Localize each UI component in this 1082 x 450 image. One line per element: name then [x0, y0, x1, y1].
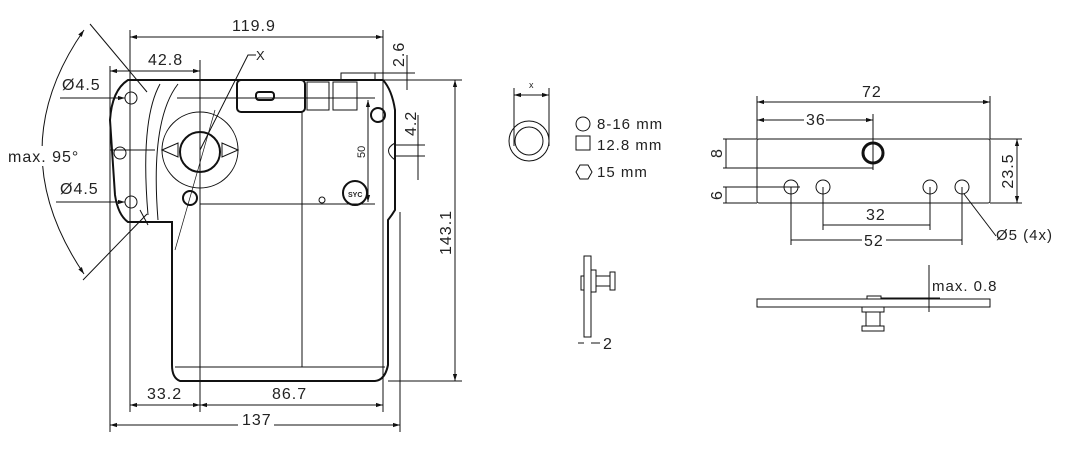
round-shaft-icon	[575, 116, 591, 132]
actuator-front-view: SYC X	[108, 48, 396, 412]
shaft-leader	[199, 54, 256, 151]
shaft-x-label: x	[529, 80, 534, 90]
usb-port	[255, 91, 275, 101]
override-logo: SYC	[348, 192, 362, 199]
housing-inner-edge	[155, 83, 179, 221]
dim-50: 50	[356, 146, 368, 158]
shaft-inner	[514, 126, 544, 156]
dim-32: 32	[866, 207, 886, 224]
dim-42-8: 42.8	[148, 52, 183, 69]
mount-hole-top	[124, 91, 138, 105]
hex-shaft-size: 15 mm	[597, 164, 648, 181]
dim-2-6: 2.6	[391, 42, 408, 67]
bracket-edge	[145, 83, 161, 216]
screw-upper-right	[370, 107, 386, 123]
screw-lower-left	[182, 190, 198, 206]
round-shaft-size: 8-16 mm	[597, 116, 663, 133]
actuator-housing	[108, 79, 396, 382]
plate-front-view: max. 0.8	[756, 265, 998, 332]
dim-52: 52	[864, 233, 884, 250]
dim-6: 6	[709, 190, 726, 200]
hex-shaft-icon	[575, 164, 593, 180]
plate-top-view: 72 36 8 6 23.5 32 52 Ø5 (4x)	[709, 84, 1053, 250]
dim-119-9: 119.9	[232, 18, 276, 35]
angle-label: max. 95°	[8, 149, 79, 166]
bracket-angle-line	[174, 109, 216, 251]
dim-4-2: 4.2	[403, 111, 420, 136]
plate-side-view: 2	[578, 255, 616, 353]
switch-left	[306, 81, 330, 111]
dim-143-1: 143.1	[438, 210, 455, 255]
dim-max-0-8: max. 0.8	[932, 278, 998, 295]
square-shaft-icon	[575, 135, 591, 151]
dim-thickness: 2	[603, 336, 613, 353]
hole-label-bottom: Ø4.5	[60, 181, 99, 198]
led-indicator	[318, 196, 326, 204]
dim-23-5: 23.5	[1000, 153, 1017, 188]
connector-panel	[236, 79, 306, 113]
dim-8: 8	[709, 148, 726, 158]
actuator-dimensions: 119.9 42.8 2.6 4.2 50 143.1 33.2 86.7 13…	[6, 18, 462, 432]
bracket-screw	[113, 146, 127, 160]
shaft-label: X	[256, 48, 266, 63]
switch-right	[332, 81, 358, 111]
shaft-legend: x 8-16 mm 12.8 mm 15 mm	[508, 80, 663, 181]
side-slot	[388, 142, 396, 161]
mount-hole-bottom	[124, 195, 138, 209]
hole-callout: Ø5 (4x)	[996, 227, 1053, 244]
top-tab	[340, 72, 376, 81]
dim-86-7: 86.7	[272, 386, 307, 403]
hole-label-top: Ø4.5	[62, 77, 101, 94]
dim-36: 36	[806, 112, 826, 129]
dim-137: 137	[242, 412, 272, 429]
rotation-arrows-icon	[160, 142, 240, 158]
plate-mount-holes	[783, 179, 970, 195]
dim-72: 72	[862, 84, 882, 101]
dim-33-2: 33.2	[147, 386, 182, 403]
square-shaft-size: 12.8 mm	[597, 137, 662, 154]
